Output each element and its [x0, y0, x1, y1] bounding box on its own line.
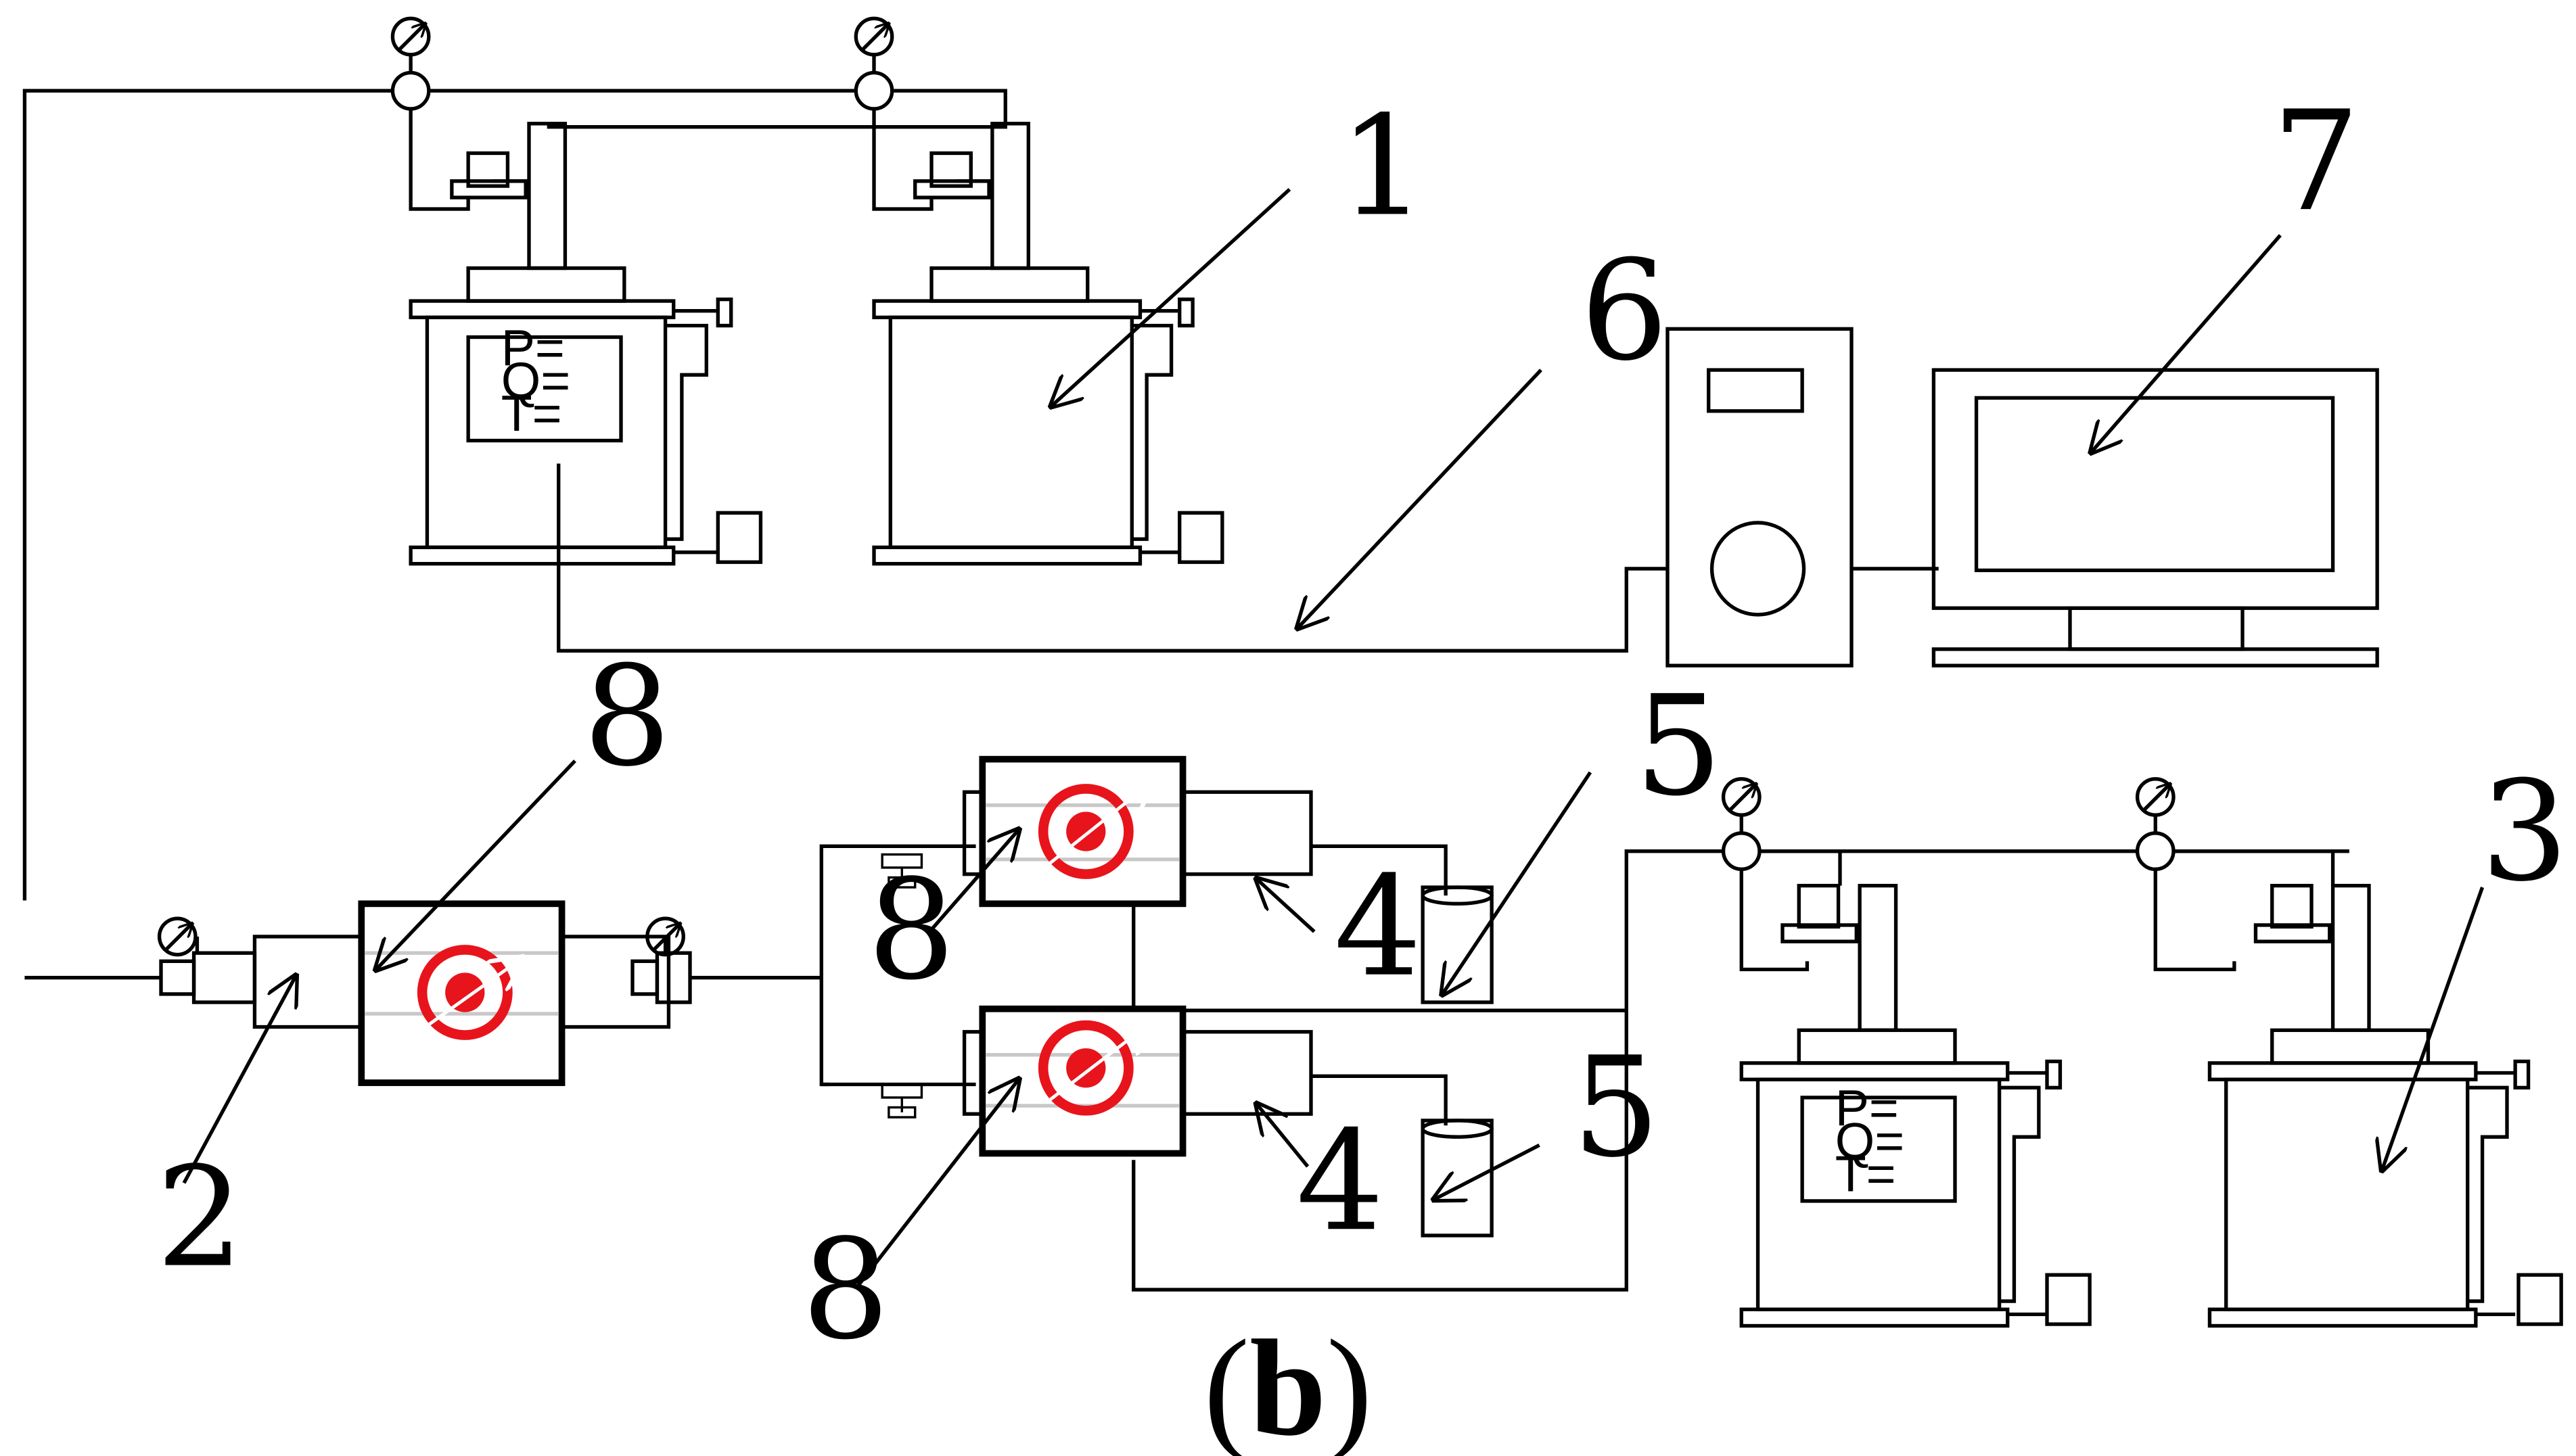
pump-a [409, 122, 763, 566]
label-8-core-4-lower: 8 [802, 1211, 890, 1371]
valve-a [390, 16, 431, 111]
temperature-readout: T= [501, 385, 562, 442]
label-7: 7 [2272, 82, 2360, 242]
beaker-lower [1421, 1119, 1494, 1238]
label-1: 1 [1339, 87, 1427, 247]
pressure-readout: P= [501, 319, 565, 376]
pump-c [1739, 883, 2092, 1328]
label-8-core-2: 8 [583, 637, 671, 797]
side-valve-upper [881, 853, 923, 889]
label-4-lower: 4 [1296, 1102, 1384, 1262]
leader-arrows [182, 187, 2485, 1288]
target-core-4-upper [1038, 782, 1151, 879]
pump-d [2207, 883, 2563, 1328]
target-core-4-lower [1038, 1022, 1151, 1116]
beaker-upper [1421, 885, 1494, 1004]
label-5-upper: 5 [1634, 667, 1722, 827]
pressure-gauge-outlet [645, 916, 685, 957]
flow-readout: Q= [1835, 1112, 1905, 1169]
label-2: 2 [156, 1138, 244, 1298]
flow-readout: Q= [501, 352, 570, 408]
label-4-upper: 4 [1334, 847, 1422, 1008]
figure-caption: (b) [1203, 1312, 1372, 1456]
valve-d [2135, 777, 2176, 872]
component-labels: 1 2 3 4 4 5 5 6 7 8 8 8 [156, 82, 2569, 1370]
side-valve-lower [881, 1083, 923, 1119]
data-acquisition-unit [1665, 327, 1854, 667]
temperature-readout: T= [1835, 1145, 1896, 1202]
inlet-fitting [159, 936, 257, 1004]
label-8-core-4-upper: 8 [867, 851, 955, 1011]
pressure-readout: P= [1835, 1079, 1899, 1136]
label-3: 3 [2481, 752, 2569, 912]
label-5-lower: 5 [1572, 1028, 1660, 1188]
pressure-gauge-inlet [157, 916, 198, 957]
label-6: 6 [1580, 231, 1668, 392]
target-core-2 [417, 945, 522, 1040]
pump-a-display: P= Q= T= [501, 319, 570, 442]
pump-b [872, 122, 1224, 566]
monitor [1931, 368, 2379, 667]
valve-c [1721, 777, 1762, 872]
pump-c-display: P= Q= T= [1835, 1079, 1905, 1202]
valve-b [854, 16, 894, 111]
